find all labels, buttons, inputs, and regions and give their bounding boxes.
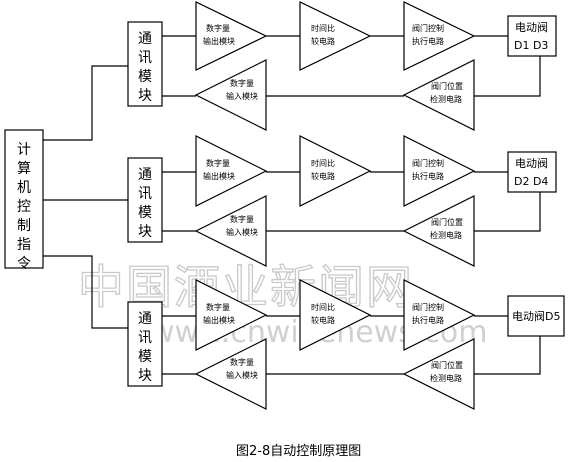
svg-text:执行电路: 执行电路 (412, 36, 444, 46)
channel-row-3: 通 讯 模 块 数字量 输出模块 时间比 较电路 阀门控制 执行电路 电动阀D5… (127, 279, 565, 410)
channel-row-2: 通 讯 模 块 数字量 输出模块 时间比 较电路 阀门控制 执行电路 电动阀 D… (127, 135, 557, 267)
svg-text:较电路: 较电路 (311, 36, 335, 46)
svg-text:电动阀: 电动阀 (515, 156, 548, 170)
svg-text:数字量: 数字量 (230, 357, 254, 367)
svg-text:输入模块: 输入模块 (226, 227, 258, 237)
svg-text:阀门位置: 阀门位置 (431, 360, 463, 370)
svg-text:较电路: 较电路 (311, 171, 335, 181)
svg-text:阀门位置: 阀门位置 (431, 217, 463, 227)
valve-position-detect (402, 59, 475, 131)
valve-drive-circuit (403, 279, 476, 351)
svg-text:阀门位置: 阀门位置 (431, 81, 463, 91)
svg-text:模: 模 (138, 69, 152, 85)
svg-text:D1 D3: D1 D3 (514, 39, 548, 52)
svg-text:块: 块 (138, 224, 152, 240)
svg-text:时间比: 时间比 (311, 158, 335, 168)
svg-text:执行电路: 执行电路 (412, 315, 444, 325)
svg-text:时间比: 时间比 (311, 23, 335, 33)
svg-text:阀门控制: 阀门控制 (412, 302, 444, 312)
svg-text:电动阀: 电动阀 (515, 20, 548, 34)
svg-text:检测电路: 检测电路 (430, 373, 462, 383)
time-compare-circuit (299, 279, 372, 351)
svg-text:数字量: 数字量 (206, 158, 230, 168)
svg-text:数字量: 数字量 (230, 78, 254, 88)
valve-position-detect (402, 338, 475, 410)
svg-text:讯: 讯 (138, 50, 152, 66)
svg-text:制: 制 (17, 218, 31, 234)
electric-valve-d5 (507, 295, 565, 337)
digital-output-module (195, 135, 268, 207)
time-compare-circuit (299, 135, 372, 207)
svg-text:较电路: 较电路 (311, 315, 335, 325)
svg-text:检测电路: 检测电路 (430, 230, 462, 240)
svg-text:块: 块 (138, 368, 152, 384)
svg-text:通: 通 (138, 167, 152, 183)
channel-row-1: 通 讯 模 块 数字量 输出模块 时间比 较电路 阀门控制 执行电路 电动阀 D… (127, 1, 557, 131)
electric-valve-d2-d4 (507, 151, 557, 193)
svg-text:输入模块: 输入模块 (226, 91, 258, 101)
svg-text:阀门控制: 阀门控制 (412, 23, 444, 33)
svg-text:算: 算 (17, 161, 31, 177)
digital-input-module (194, 59, 267, 131)
time-compare-circuit (299, 1, 372, 71)
digital-input-module (194, 338, 267, 410)
svg-text:控: 控 (17, 199, 31, 215)
svg-text:时间比: 时间比 (311, 302, 335, 312)
svg-text:数字量: 数字量 (206, 302, 230, 312)
comm-module-block (127, 21, 163, 107)
digital-input-module (194, 195, 267, 267)
valve-position-detect (402, 195, 475, 267)
svg-text:阀门控制: 阀门控制 (412, 158, 444, 168)
svg-text:数字量: 数字量 (206, 23, 230, 33)
svg-text:令: 令 (17, 256, 31, 272)
svg-text:通: 通 (138, 311, 152, 327)
comm-module-block (127, 301, 163, 387)
svg-text:输入模块: 输入模块 (226, 370, 258, 380)
svg-text:数字量: 数字量 (230, 214, 254, 224)
valve-drive-circuit (403, 135, 476, 207)
digital-output-module (195, 1, 268, 71)
svg-text:计: 计 (17, 142, 31, 158)
svg-text:检测电路: 检测电路 (430, 94, 462, 104)
svg-text:通: 通 (138, 31, 152, 47)
computer-block-label: 计 算 机 控 制 指 令 (17, 142, 31, 272)
svg-text:输出模块: 输出模块 (203, 171, 235, 181)
figure-caption: 图2-8自动控制原理图 (236, 444, 361, 459)
svg-text:机: 机 (17, 180, 31, 196)
svg-text:块: 块 (138, 88, 152, 104)
svg-text:D2 D4: D2 D4 (514, 175, 548, 188)
svg-text:输出模块: 输出模块 (203, 36, 235, 46)
comm-module-block (127, 157, 163, 243)
svg-text:讯: 讯 (138, 186, 152, 202)
electric-valve-d1-d3 (507, 15, 557, 57)
svg-text:指: 指 (17, 237, 31, 253)
bus-lines (43, 65, 128, 329)
svg-text:模: 模 (138, 205, 152, 221)
valve-drive-circuit (403, 1, 476, 71)
svg-text:执行电路: 执行电路 (412, 171, 444, 181)
computer-control-block (4, 129, 44, 269)
svg-text:电动阀D5: 电动阀D5 (512, 309, 560, 323)
svg-text:讯: 讯 (138, 330, 152, 346)
svg-text:模: 模 (138, 349, 152, 365)
svg-text:输出模块: 输出模块 (203, 315, 235, 325)
digital-output-module (195, 279, 268, 351)
